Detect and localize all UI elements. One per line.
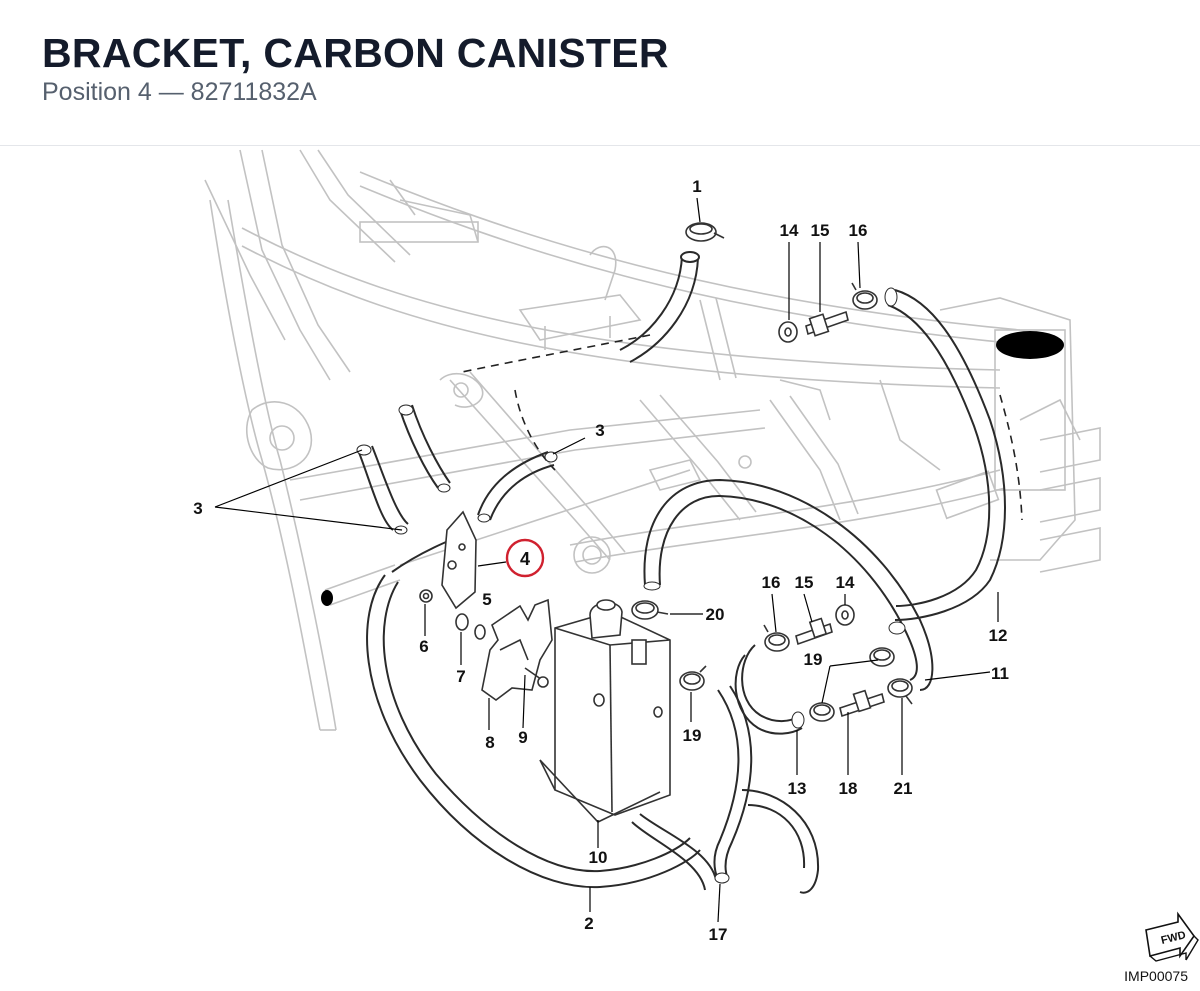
callout-17: 17: [709, 925, 728, 944]
callout-5: 5: [482, 590, 491, 609]
callout-14-lower: 14: [836, 573, 855, 592]
callout-19-right: 19: [804, 650, 823, 669]
callout-3-middle: 3: [595, 421, 604, 440]
callout-19-canister: 19: [683, 726, 702, 745]
callout-21: 21: [894, 779, 913, 798]
small-fasteners: [419, 310, 885, 718]
callout-1: 1: [692, 177, 701, 196]
page-title: BRACKET, CARBON CANISTER: [42, 30, 669, 76]
carbon-canister[interactable]: [539, 599, 671, 823]
callout-15-upper: 15: [811, 221, 830, 240]
callout-6: 6: [419, 637, 428, 656]
callout-7: 7: [456, 667, 465, 686]
callout-15-lower: 15: [795, 573, 814, 592]
page-subtitle: Position 4 — 82711832A: [42, 78, 317, 106]
exploded-parts-diagram: 1 2 3 3 4 5 6 7 8 9 10 11 12 13 14 14 15…: [0, 146, 1200, 991]
header: BRACKET, CARBON CANISTER Position 4 — 82…: [0, 0, 1200, 146]
forward-direction-arrow: FWD: [1145, 911, 1199, 962]
callout-4: 4: [520, 549, 530, 569]
callout-9: 9: [518, 728, 527, 747]
hoses: [356, 251, 1006, 894]
highlight-ring-4: [505, 538, 545, 578]
callout-labels: 1 2 3 3 4 5 6 7 8 9 10 11 12 13 14 14 15…: [193, 177, 1009, 944]
routing-dashed-lines: [461, 334, 1023, 521]
fwd-label: FWD: [1160, 929, 1187, 947]
motorcycle-frame: [204, 149, 1101, 731]
callout-16-lower: 16: [762, 573, 781, 592]
callout-8: 8: [485, 733, 494, 752]
callout-16-upper: 16: [849, 221, 868, 240]
leader-lines: [214, 197, 999, 923]
callout-3-left: 3: [193, 499, 202, 518]
callout-18: 18: [839, 779, 858, 798]
callout-12: 12: [989, 626, 1008, 645]
hose-clamps: [631, 222, 913, 722]
image-reference-code: IMP00075: [1124, 968, 1188, 984]
callout-2: 2: [584, 914, 593, 933]
callout-13: 13: [788, 779, 807, 798]
callout-20: 20: [706, 605, 725, 624]
callout-10: 10: [589, 848, 608, 867]
bracket-carbon-canister[interactable]: [441, 510, 477, 610]
callout-14-upper: 14: [780, 221, 799, 240]
callout-11: 11: [991, 664, 1009, 683]
